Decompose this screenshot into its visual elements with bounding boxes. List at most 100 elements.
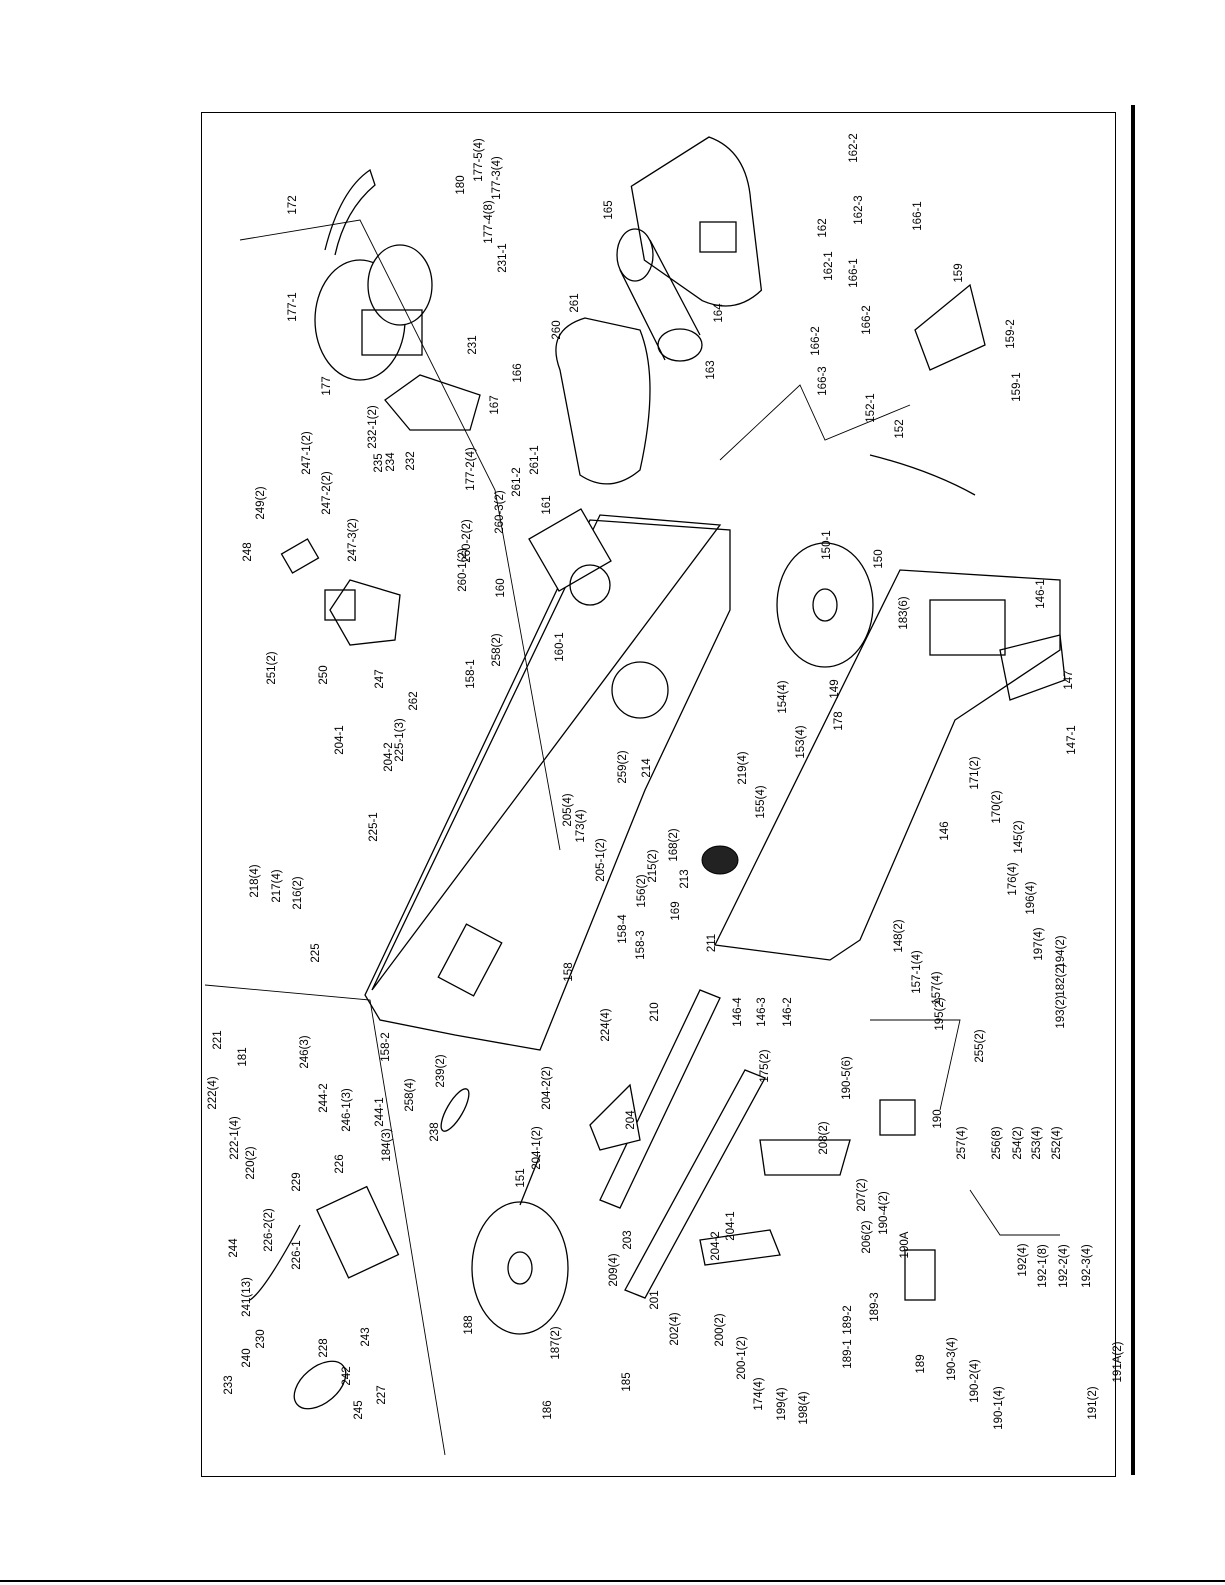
part-label: 248 — [242, 542, 254, 561]
part-label: 260-2(2) — [461, 519, 473, 563]
part-label: 240 — [241, 1348, 253, 1367]
part-label: 252(4) — [1051, 1126, 1063, 1159]
part-label: 231-1 — [497, 243, 509, 272]
cover-label — [699, 221, 737, 253]
part-label: 194(2) — [1055, 935, 1067, 968]
part-label: 257(4) — [956, 1126, 968, 1159]
page-bottom-rule — [0, 1580, 1225, 1582]
part-label: 215(2) — [647, 849, 659, 882]
part-label: 199(4) — [776, 1387, 788, 1420]
part-label: 192(4) — [1017, 1243, 1029, 1276]
part-label: 233 — [223, 1375, 235, 1394]
part-label: 198(4) — [798, 1391, 810, 1424]
part-label: 242 — [341, 1366, 353, 1385]
stand-base — [714, 569, 1061, 961]
pulley-plate — [555, 317, 651, 485]
part-label: 204-1 — [725, 1211, 737, 1240]
part-label: 156(2) — [636, 874, 648, 907]
inset-border — [204, 984, 446, 1456]
part-label: 261-2 — [511, 467, 523, 496]
part-label: 157(4) — [931, 971, 943, 1004]
part-label: 228 — [318, 1338, 330, 1357]
upper-wheel — [776, 542, 874, 668]
part-label: 232-1(2) — [367, 405, 379, 449]
part-label: 216(2) — [292, 876, 304, 909]
part-label: 200(2) — [714, 1313, 726, 1346]
driven-pulley — [657, 328, 703, 362]
part-label: 148(2) — [893, 919, 905, 952]
part-label: 154(4) — [777, 680, 789, 713]
main-frame — [364, 519, 731, 1051]
part-label: 204-2(2) — [541, 1066, 553, 1110]
bracket-247 — [329, 579, 401, 646]
part-label: 221 — [212, 1030, 224, 1049]
part-label: 196(4) — [1025, 881, 1037, 914]
part-label: 253(4) — [1031, 1126, 1043, 1159]
frame-bearing-hole — [611, 661, 669, 719]
part-label: 226-2(2) — [263, 1208, 275, 1252]
part-label: 258(2) — [491, 633, 503, 666]
part-label: 158-2 — [380, 1032, 392, 1061]
part-label: 161 — [541, 495, 553, 514]
part-label: 178 — [833, 711, 845, 730]
part-label: 244 — [228, 1238, 240, 1258]
main-frame-top — [371, 514, 722, 991]
part-label: 152-1 — [865, 393, 877, 422]
knob-213 — [701, 845, 739, 875]
part-label: 158 — [563, 962, 575, 981]
part-label: 166-2 — [861, 305, 873, 334]
part-label: 226 — [334, 1154, 346, 1173]
part-label: 157-1(4) — [911, 950, 923, 994]
part-label: 218(4) — [249, 864, 261, 897]
motor-endcap — [367, 244, 433, 326]
block-190a — [904, 1249, 936, 1301]
part-label: 151 — [515, 1168, 527, 1187]
assembly-lead-1 — [239, 219, 561, 851]
part-label: 247-1(2) — [301, 431, 313, 475]
part-label: 177-3(4) — [491, 156, 503, 200]
part-label: 256(8) — [991, 1126, 1003, 1159]
plate-250 — [324, 589, 356, 621]
lower-wheel — [471, 1201, 569, 1335]
part-label: 244-2 — [318, 1083, 330, 1112]
part-label: 159-1 — [1011, 372, 1023, 401]
part-label: 204 — [625, 1110, 637, 1130]
part-label: 164 — [713, 303, 725, 323]
part-label: 246-1(3) — [341, 1088, 353, 1132]
part-label: 186 — [542, 1400, 554, 1419]
part-label: 241(13) — [241, 1277, 253, 1317]
part-label: 204-2 — [383, 742, 395, 771]
part-label: 197(4) — [1033, 927, 1045, 960]
part-label: 230 — [255, 1329, 267, 1348]
part-label: 168(2) — [668, 828, 680, 861]
part-label: 166-1 — [848, 258, 860, 287]
part-label: 176(4) — [1007, 862, 1019, 895]
part-label: 191A(2) — [1112, 1341, 1124, 1382]
part-label: 210 — [649, 1002, 661, 1021]
part-label: 247-3(2) — [347, 518, 359, 562]
part-label: 146-4 — [732, 997, 744, 1027]
housing-243 — [316, 1185, 400, 1279]
part-label: 149 — [829, 679, 841, 698]
part-label: 187(2) — [550, 1326, 562, 1359]
lower-wheel-hub — [507, 1251, 533, 1285]
part-label: 189-2 — [842, 1305, 854, 1334]
part-label: 145(2) — [1013, 820, 1025, 853]
pulley-cover — [630, 136, 763, 307]
part-label: 203 — [622, 1230, 634, 1249]
part-label: 193(2) — [1055, 995, 1067, 1028]
part-label: 231 — [467, 335, 479, 354]
upper-wheel-hub — [812, 588, 838, 622]
part-label: 146 — [939, 821, 951, 840]
part-label: 254(2) — [1012, 1126, 1024, 1159]
parts-drawing — [204, 136, 1066, 1456]
part-label: 158-3 — [635, 930, 647, 959]
bracket-204 — [589, 1083, 641, 1151]
handle-238 — [440, 1088, 470, 1132]
part-label: 260-3(2) — [494, 490, 506, 534]
part-label: 192-3(4) — [1081, 1244, 1093, 1288]
part-label: 195(2) — [934, 997, 946, 1030]
assembly-lead-4 — [969, 1189, 1060, 1236]
part-label: 190-2(4) — [969, 1359, 981, 1403]
